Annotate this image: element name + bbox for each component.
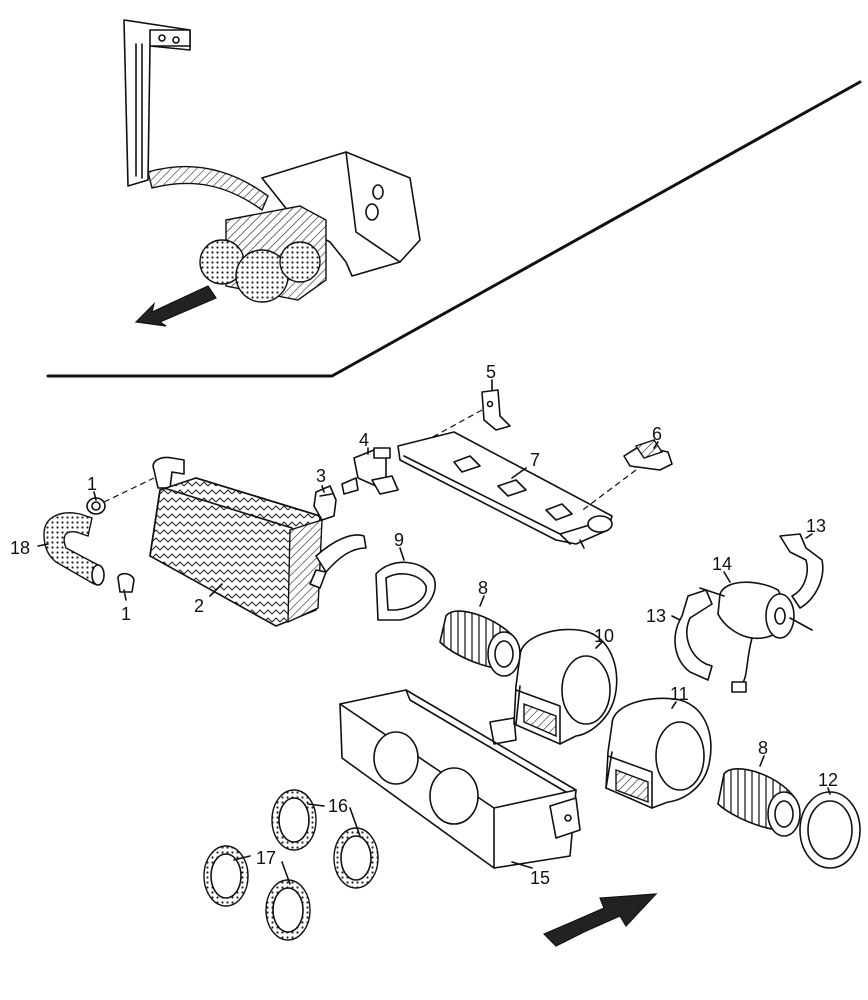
airflow-arrow	[542, 893, 658, 947]
part-valve	[313, 447, 399, 521]
callout-16: 16	[328, 796, 348, 816]
callout-14: 14	[712, 554, 732, 574]
part-gasket	[375, 561, 436, 621]
callout-8-upper: 8	[478, 578, 488, 598]
callout-labels: 1 1 2 3 4 5 6 7 8 8 9 10 11 12 13 13 14 …	[10, 362, 838, 888]
part-blower-motor	[699, 581, 813, 693]
location-inset	[46, 19, 862, 378]
part-vent-rings	[203, 789, 379, 941]
part-heater-core	[149, 456, 367, 627]
part-blower-wheel-lower	[717, 768, 801, 837]
callout-7: 7	[530, 450, 540, 470]
callout-8-lower: 8	[758, 738, 768, 758]
part-scroll-housing-upper	[513, 628, 618, 745]
callout-13-right: 13	[806, 516, 826, 536]
part-blower-wheel-upper	[439, 610, 521, 677]
callout-10: 10	[594, 626, 614, 646]
callout-3: 3	[316, 466, 326, 486]
part-cover-panel	[397, 431, 613, 549]
part-ring	[799, 791, 861, 869]
part-hose	[43, 512, 105, 586]
callout-9: 9	[394, 530, 404, 550]
callout-6: 6	[652, 424, 662, 444]
callout-5: 5	[486, 362, 496, 382]
part-switch	[579, 439, 673, 513]
callout-11: 11	[670, 684, 689, 704]
callout-12: 12	[818, 770, 838, 790]
leader-lines	[37, 379, 831, 885]
callout-4: 4	[359, 430, 369, 450]
callout-18: 18	[10, 538, 30, 558]
part-heater-box	[339, 689, 581, 869]
part-mounting-straps	[674, 533, 824, 681]
callout-15: 15	[530, 868, 550, 888]
part-bracket	[419, 389, 511, 445]
inset-direction-arrow	[134, 285, 217, 327]
callout-1-bottom: 1	[121, 604, 131, 624]
part-scroll-housing-lower	[605, 697, 712, 809]
callout-2: 2	[194, 596, 204, 616]
callout-17: 17	[256, 848, 276, 868]
inset-divider-line	[46, 80, 862, 378]
callout-1-top: 1	[87, 474, 97, 494]
callout-13-left: 13	[646, 606, 666, 626]
